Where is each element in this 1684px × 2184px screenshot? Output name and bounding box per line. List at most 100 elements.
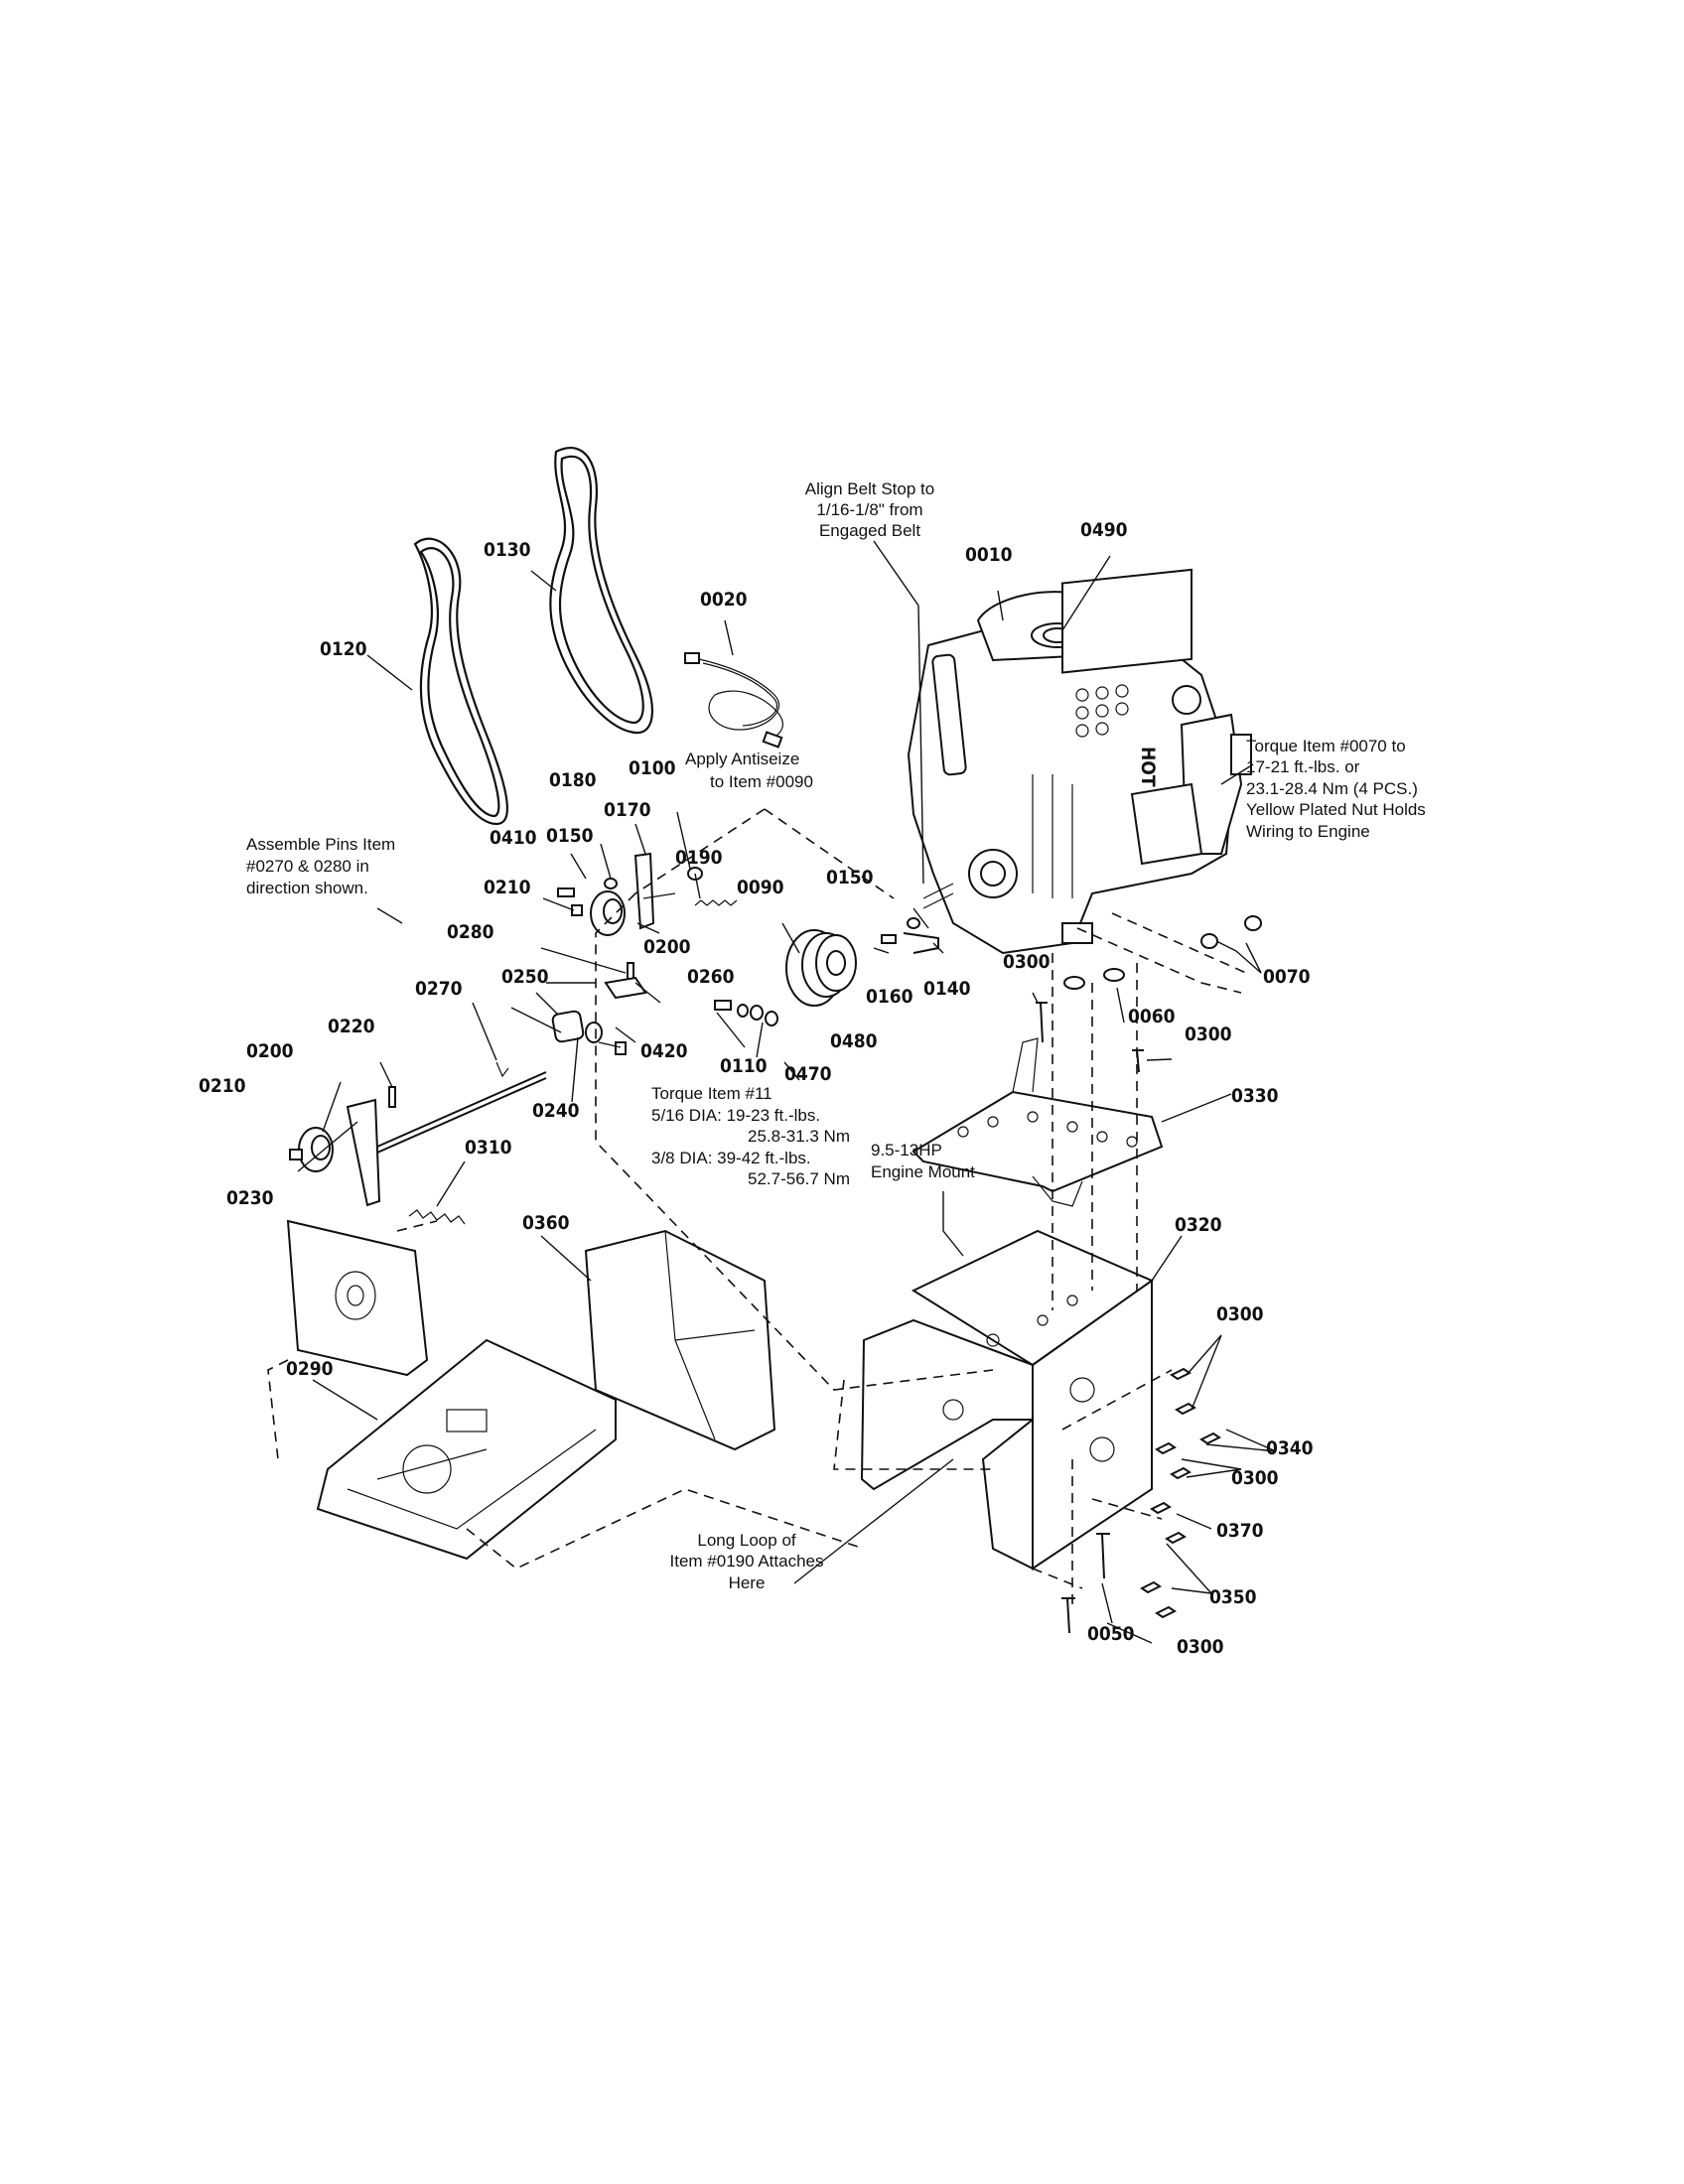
label-0300e: 0300 [1177, 1636, 1224, 1658]
svg-text:Yellow Plated Nut Holds: Yellow Plated Nut Holds [1246, 800, 1426, 819]
svg-text:Item #0190 Attaches: Item #0190 Attaches [670, 1552, 824, 1570]
svg-text:3/8 DIA: 39-42 ft.-lbs.: 3/8 DIA: 39-42 ft.-lbs. [651, 1149, 811, 1167]
drive-pulley-0090 [785, 929, 857, 1007]
svg-text:23.1-28.4 Nm (4 PCS.): 23.1-28.4 Nm (4 PCS.) [1246, 779, 1418, 798]
engine-hot-decal: HOT [1137, 747, 1159, 787]
label-0100: 0100 [629, 757, 676, 779]
svg-text:9.5-13HP: 9.5-13HP [871, 1141, 942, 1160]
label-0410: 0410 [490, 827, 537, 849]
label-0230: 0230 [226, 1187, 274, 1209]
auger-housing-bracket [286, 1219, 429, 1377]
idler-pulley-0200-lower [289, 1127, 334, 1172]
label-0350: 0350 [1209, 1586, 1257, 1608]
label-0170: 0170 [604, 799, 651, 821]
label-0200a: 0200 [643, 936, 691, 958]
svg-text:to Item #0090: to Item #0090 [710, 772, 813, 791]
label-0220: 0220 [328, 1016, 375, 1037]
svg-text:direction shown.: direction shown. [246, 879, 368, 897]
label-0320: 0320 [1175, 1214, 1222, 1236]
power-cord-0020 [684, 652, 783, 749]
svg-text:52.7-56.7 Nm: 52.7-56.7 Nm [748, 1169, 850, 1188]
label-0270: 0270 [415, 978, 463, 1000]
label-0470: 0470 [784, 1063, 832, 1085]
label-0210a: 0210 [484, 877, 531, 898]
label-0200b: 0200 [246, 1040, 294, 1062]
svg-text:#0270 & 0280 in: #0270 & 0280 in [246, 857, 369, 876]
label-0140: 0140 [923, 978, 971, 1000]
label-0150b: 0150 [826, 867, 874, 888]
label-0300a: 0300 [1003, 951, 1051, 973]
label-0120: 0120 [320, 638, 367, 660]
label-0060: 0060 [1128, 1006, 1176, 1027]
label-0370: 0370 [1216, 1520, 1264, 1542]
label-0090: 0090 [737, 877, 784, 898]
part-labels: 0120 0130 0020 0010 0490 0180 0100 0170 … [199, 519, 1314, 1658]
label-0110: 0110 [720, 1055, 768, 1077]
label-0310: 0310 [465, 1137, 512, 1159]
label-0190: 0190 [675, 847, 723, 869]
note-torque-11: Torque Item #11 5/16 DIA: 19-23 ft.-lbs.… [651, 1084, 850, 1188]
label-0480: 0480 [830, 1030, 878, 1052]
label-0070: 0070 [1263, 966, 1311, 988]
bottom-cover-0290 [316, 1338, 617, 1561]
label-0290: 0290 [286, 1358, 334, 1380]
label-0300d: 0300 [1231, 1467, 1279, 1489]
label-0300c: 0300 [1216, 1303, 1264, 1325]
idler-bracket-0170 [633, 852, 676, 930]
label-0240: 0240 [532, 1100, 580, 1122]
belt-0130 [549, 446, 654, 735]
note-long-loop: Long Loop of Item #0190 Attaches Here [670, 1531, 824, 1592]
label-0420: 0420 [640, 1040, 688, 1062]
label-0330: 0330 [1231, 1085, 1279, 1107]
label-0250: 0250 [501, 966, 549, 988]
idler-arm-0230 [346, 1086, 396, 1207]
spring-0310 [408, 1209, 466, 1225]
engine-hot-decal-dots [1075, 684, 1129, 738]
engine-mount-plate-0330 [912, 1037, 1164, 1207]
svg-text:Engine Mount: Engine Mount [871, 1162, 975, 1181]
svg-text:25.8-31.3 Nm: 25.8-31.3 Nm [748, 1127, 850, 1146]
note-torque-0070: Torque Item #0070 to 17-21 ft.-lbs. or 2… [1246, 737, 1426, 841]
idler-shaft-0270 [376, 1061, 547, 1154]
note-align-belt-stop: Align Belt Stop to 1/16-1/8" from Engage… [805, 479, 934, 540]
svg-text:Align Belt Stop to: Align Belt Stop to [805, 479, 934, 498]
label-0340: 0340 [1266, 1437, 1314, 1459]
label-0160: 0160 [866, 986, 913, 1008]
svg-text:Assemble Pins Item: Assemble Pins Item [246, 835, 395, 854]
label-0050: 0050 [1087, 1623, 1135, 1645]
label-0010: 0010 [965, 544, 1013, 566]
leader-lines [297, 540, 1277, 1644]
frame-bolts [1061, 1367, 1221, 1634]
svg-text:1/16-1/8" from: 1/16-1/8" from [816, 500, 922, 519]
svg-text:5/16 DIA: 19-23 ft.-lbs.: 5/16 DIA: 19-23 ft.-lbs. [651, 1106, 820, 1125]
svg-text:Apply Antiseize: Apply Antiseize [685, 750, 799, 768]
note-assemble-pins: Assemble Pins Item #0270 & 0280 in direc… [246, 835, 395, 897]
label-0130: 0130 [484, 539, 531, 561]
note-apply-antiseize: Apply Antiseize to Item #0090 [685, 750, 813, 791]
svg-text:Wiring to Engine: Wiring to Engine [1246, 822, 1370, 841]
belt-0120 [413, 537, 508, 826]
label-0180: 0180 [549, 769, 597, 791]
svg-text:Torque Item #0070 to: Torque Item #0070 to [1246, 737, 1406, 755]
idler-pulley-0200-upper [590, 890, 626, 936]
label-0020: 0020 [700, 589, 748, 611]
svg-text:Engaged Belt: Engaged Belt [819, 521, 920, 540]
svg-text:Torque Item #11: Torque Item #11 [651, 1084, 772, 1103]
small-hardware [551, 867, 1262, 1073]
spring-0190 [694, 899, 738, 906]
label-0280: 0280 [447, 921, 494, 943]
label-0210b: 0210 [199, 1075, 246, 1097]
label-0260: 0260 [687, 966, 735, 988]
svg-text:Long Loop of: Long Loop of [697, 1531, 796, 1550]
engine-0010: HOT [907, 568, 1252, 955]
frame-0320 [860, 1229, 1155, 1570]
label-0150a: 0150 [546, 825, 594, 847]
assembly-dashed-lines [267, 808, 1247, 1608]
label-0490: 0490 [1080, 519, 1128, 541]
svg-text:Here: Here [729, 1573, 766, 1592]
label-0360: 0360 [522, 1212, 570, 1234]
svg-text:17-21 ft.-lbs. or: 17-21 ft.-lbs. or [1246, 757, 1360, 776]
note-engine-mount: 9.5-13HP Engine Mount [871, 1141, 975, 1181]
label-0300b: 0300 [1185, 1024, 1232, 1045]
